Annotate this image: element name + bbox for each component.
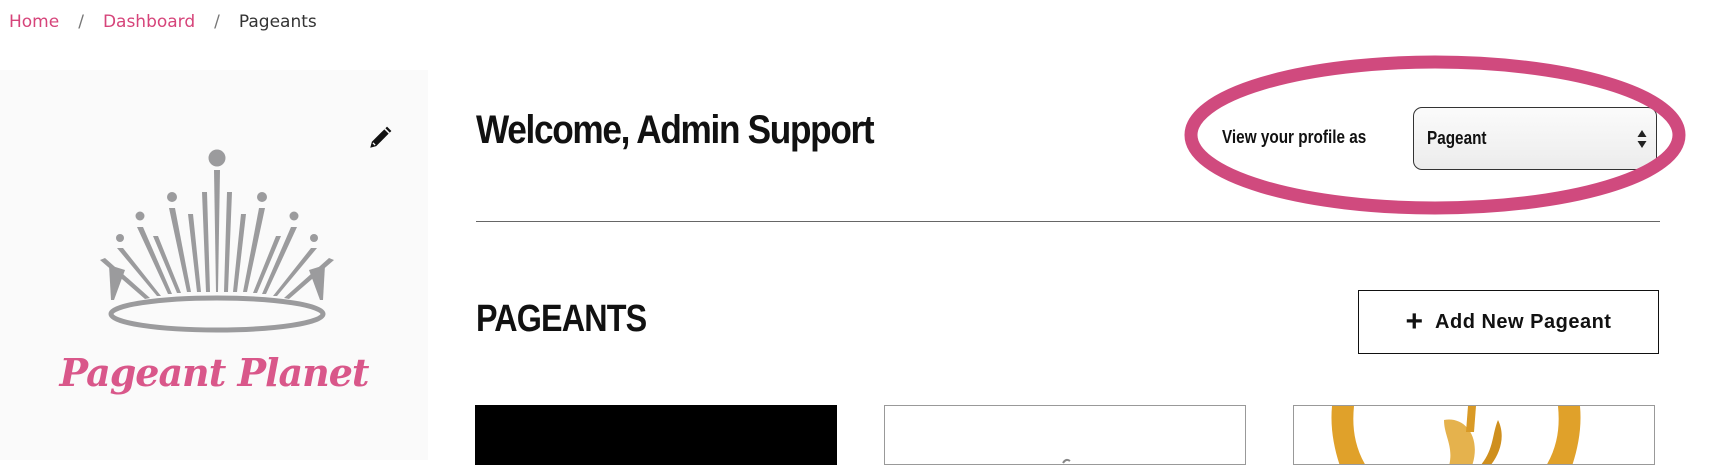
breadcrumb: Home / Dashboard / Pageants bbox=[9, 12, 317, 32]
add-new-pageant-button[interactable]: + Add New Pageant bbox=[1358, 290, 1659, 354]
divider bbox=[476, 221, 1660, 222]
section-title-pageants: PAGEANTS bbox=[476, 298, 647, 340]
page-title: Welcome, Admin Support bbox=[476, 108, 875, 152]
breadcrumb-separator: / bbox=[78, 12, 84, 32]
pageant-card-image bbox=[1331, 406, 1581, 464]
breadcrumb-current: Pageants bbox=[238, 12, 317, 32]
crown-icon bbox=[100, 149, 334, 333]
profile-sidebar bbox=[0, 70, 428, 460]
brand-name: Pageant Planet bbox=[59, 350, 370, 395]
pageant-card-image bbox=[1062, 458, 1071, 464]
select-arrows-icon bbox=[1637, 130, 1647, 148]
profile-view-select[interactable]: Pageant bbox=[1413, 107, 1657, 170]
breadcrumb-dashboard-link[interactable]: Dashboard bbox=[102, 12, 196, 32]
breadcrumb-home-link[interactable]: Home bbox=[9, 12, 60, 32]
profile-view-label: View your profile as bbox=[1222, 127, 1367, 147]
breadcrumb-separator: / bbox=[214, 12, 220, 32]
pageant-card[interactable] bbox=[1293, 405, 1655, 465]
plus-icon: + bbox=[1405, 305, 1424, 338]
add-new-pageant-label: Add New Pageant bbox=[1435, 310, 1612, 333]
pageant-card[interactable] bbox=[884, 405, 1246, 465]
pageant-card[interactable] bbox=[475, 405, 837, 465]
profile-view-select-value: Pageant bbox=[1427, 128, 1487, 148]
pencil-icon[interactable] bbox=[367, 125, 393, 151]
